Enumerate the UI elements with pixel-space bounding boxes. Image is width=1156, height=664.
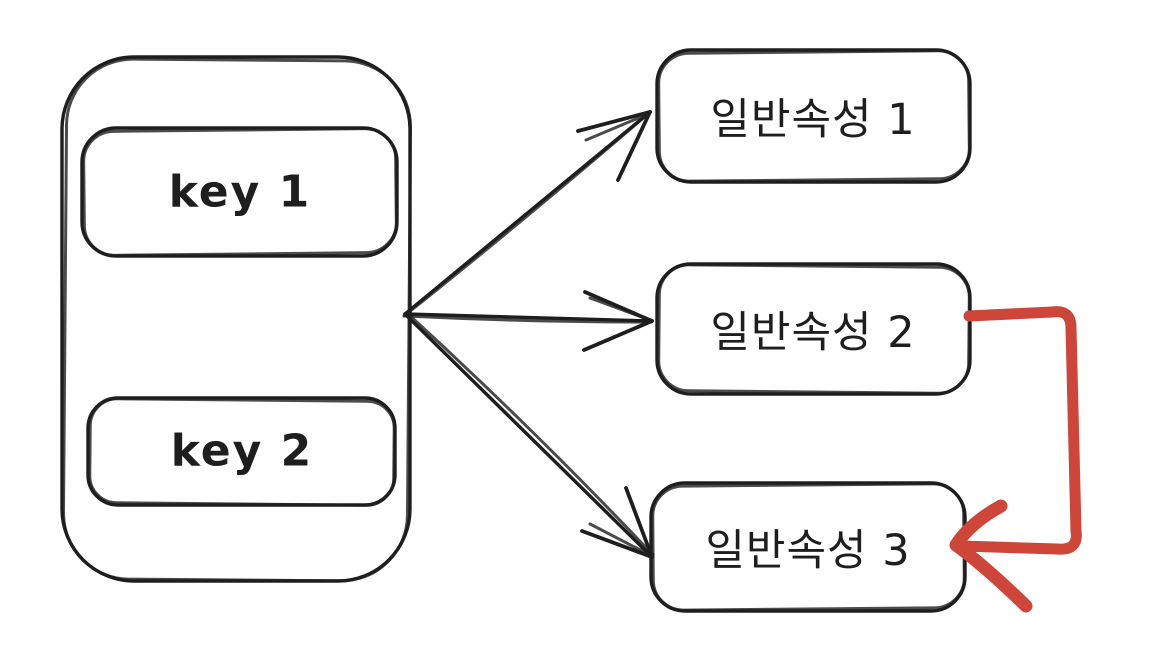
attribute-1-box xyxy=(655,48,972,184)
red-arrow-attribute-2-to-attribute-3 xyxy=(949,306,1082,613)
arrow-to-attribute-3 xyxy=(403,311,655,559)
attribute-1-label: 일반속성 1 xyxy=(710,95,916,145)
key-1-label: key 1 xyxy=(168,166,312,218)
attribute-2-label: 일반속성 2 xyxy=(710,308,916,358)
arrow-to-attribute-1 xyxy=(402,110,652,318)
key-2-label: key 2 xyxy=(170,425,314,477)
attribute-3-label: 일반속성 3 xyxy=(705,526,911,576)
arrow-to-attribute-2 xyxy=(403,290,654,352)
key-2-box xyxy=(86,396,397,507)
attribute-2-box xyxy=(655,262,972,396)
key-1-box xyxy=(80,126,399,258)
